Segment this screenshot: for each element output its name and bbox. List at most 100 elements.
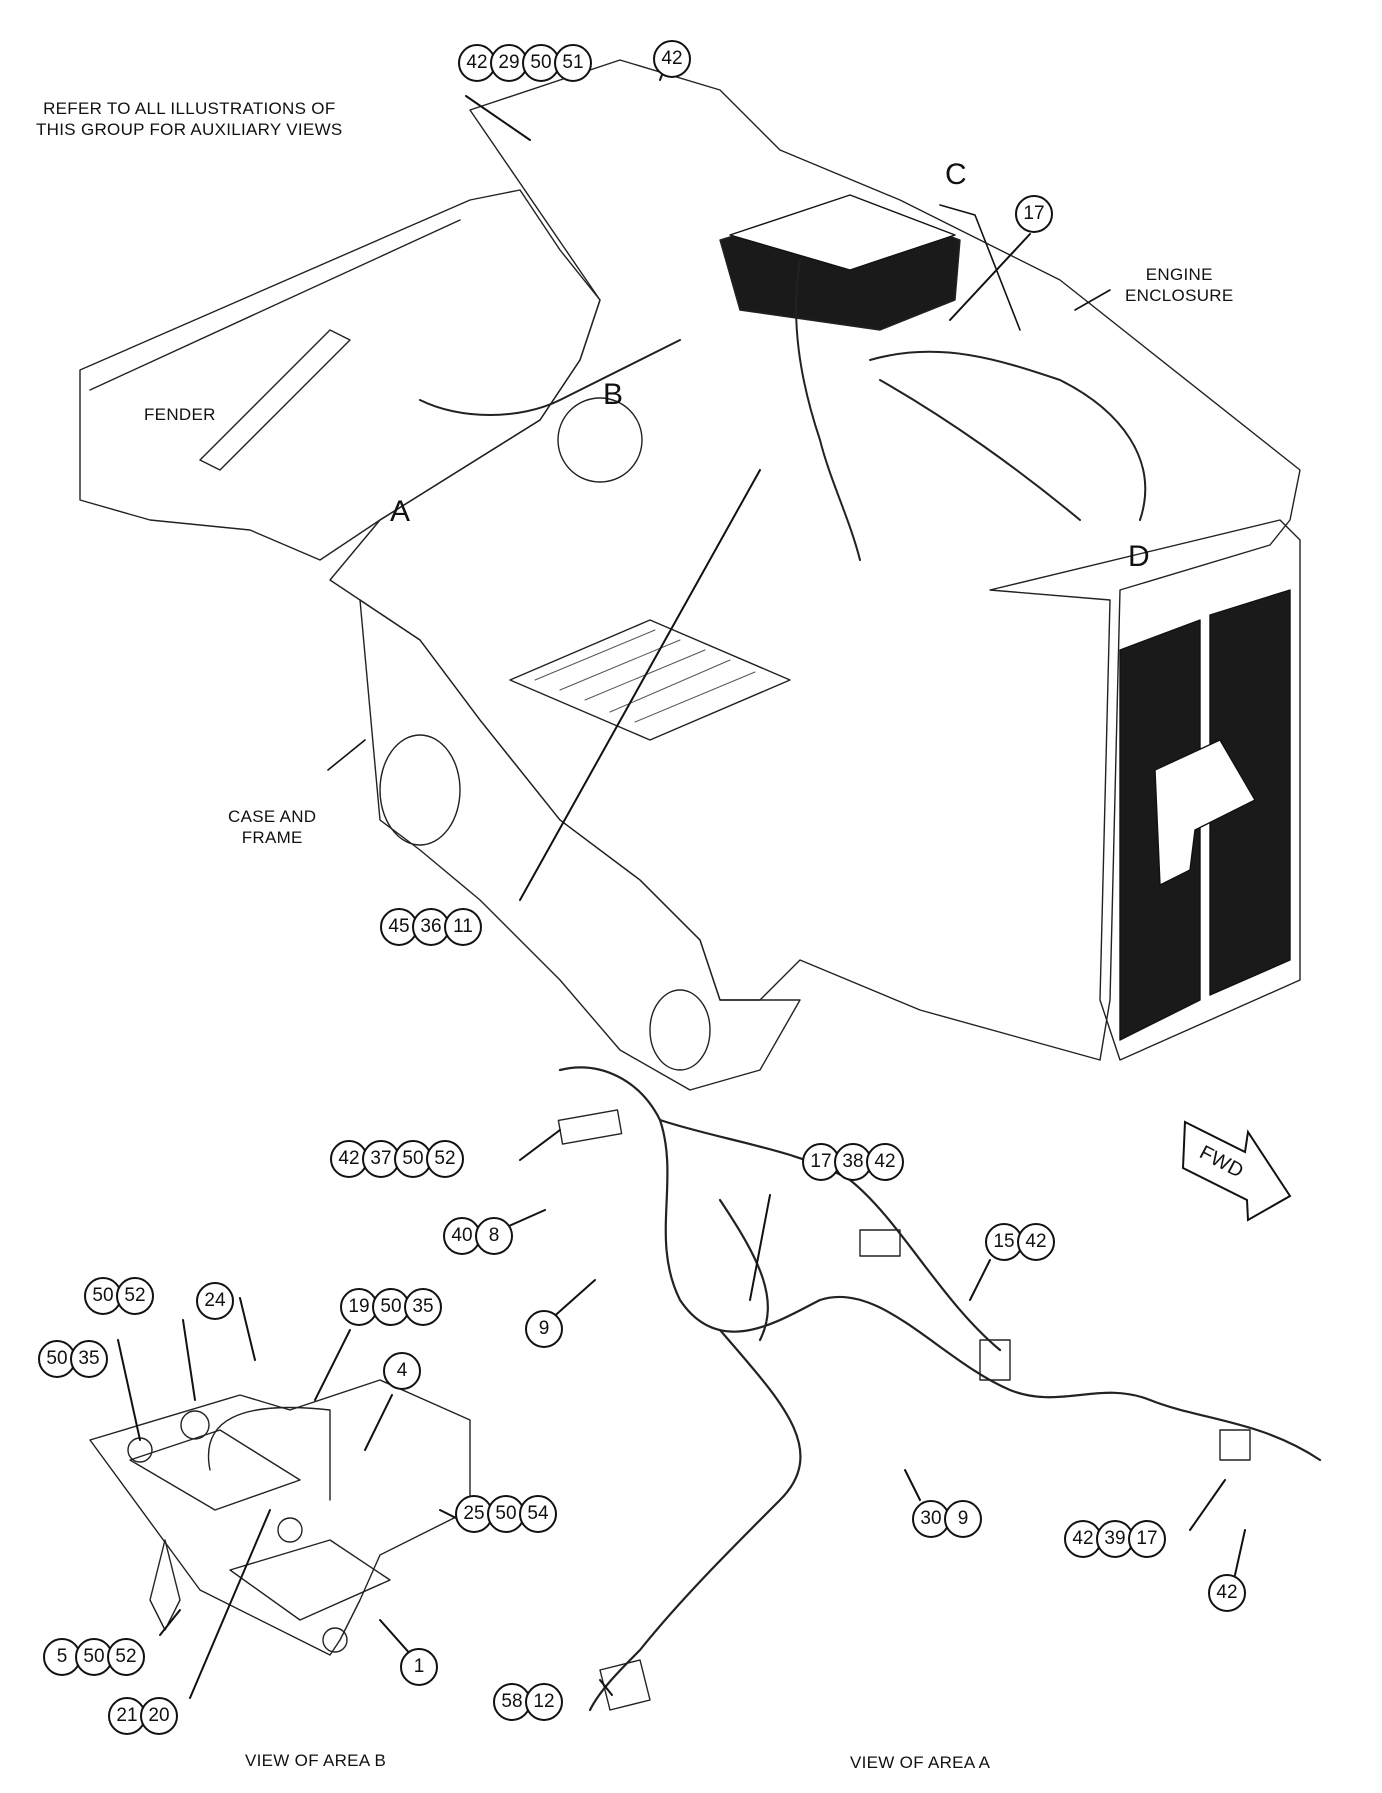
- callout-number: 36: [420, 916, 442, 937]
- callout-bubble: 42: [1017, 1223, 1055, 1261]
- callout-number: 35: [78, 1348, 100, 1369]
- callout-bubble: 8: [475, 1217, 513, 1255]
- callout-number: 50: [495, 1503, 517, 1524]
- refer-note-line1: REFER TO ALL ILLUSTRATIONS OF: [43, 99, 336, 118]
- callout-number: 9: [538, 1318, 550, 1339]
- case-frame-outline: [359, 599, 801, 1091]
- engine-enclosure-line2: ENCLOSURE: [1125, 286, 1234, 305]
- callout-bubble: 52: [116, 1277, 154, 1315]
- callout-number: 20: [148, 1705, 170, 1726]
- callout-number: 12: [533, 1691, 555, 1712]
- callout-number: 45: [388, 916, 410, 937]
- callout-a-switch: 58 12: [493, 1683, 563, 1721]
- forward-arrow-icon: [1181, 1120, 1292, 1222]
- callout-number: 42: [1072, 1528, 1094, 1549]
- case-frame-label: CASE AND FRAME: [228, 806, 316, 848]
- callout-number: 19: [348, 1296, 370, 1317]
- callout-b-module: 25 50 54: [455, 1495, 557, 1533]
- callout-bubble: 50: [522, 44, 560, 82]
- engine-enclosure-line1: ENGINE: [1145, 265, 1213, 284]
- callout-number: 37: [370, 1148, 392, 1169]
- callout-b-plug: 4: [383, 1352, 421, 1390]
- callout-bubble: 36: [412, 908, 450, 946]
- fender-outline: [79, 189, 601, 561]
- callout-a-probe: 9: [525, 1310, 563, 1348]
- callout-bubble: 17: [1128, 1520, 1166, 1558]
- callout-bubble: 37: [362, 1140, 400, 1178]
- callout-bubble: 12: [525, 1683, 563, 1721]
- callout-number: 50: [402, 1148, 424, 1169]
- callout-number: 42: [661, 48, 683, 69]
- floor-grating: [509, 619, 791, 741]
- callout-bubble: 35: [70, 1340, 108, 1378]
- callout-number: 8: [488, 1225, 500, 1246]
- callout-number: 42: [874, 1151, 896, 1172]
- engine-enclosure-outline: [989, 519, 1301, 1061]
- callout-number: 50: [380, 1296, 402, 1317]
- area-marker-a: A: [390, 495, 411, 528]
- refer-note: REFER TO ALL ILLUSTRATIONS OF THIS GROUP…: [36, 98, 343, 140]
- plate-assembly: [89, 1379, 471, 1656]
- callout-harness-center: 45 36 11: [380, 908, 482, 946]
- callout-number: 17: [1136, 1528, 1158, 1549]
- callout-bubble: 42: [1064, 1520, 1102, 1558]
- callout-bubble: 30: [912, 1500, 950, 1538]
- callout-number: 54: [527, 1503, 549, 1524]
- callout-bubble: 54: [519, 1495, 557, 1533]
- callout-a-mid-connector: 30 9: [912, 1500, 982, 1538]
- area-marker-c: C: [945, 158, 967, 191]
- callout-bubble: 50: [487, 1495, 525, 1533]
- callout-bubble: 51: [554, 44, 592, 82]
- callout-bubble: 20: [140, 1697, 178, 1735]
- case-frame-line2: FRAME: [241, 828, 303, 847]
- engine-enclosure-label: ENGINE ENCLOSURE: [1125, 264, 1234, 306]
- callout-number: 50: [92, 1285, 114, 1306]
- callout-bubble: 42: [653, 40, 691, 78]
- callout-bubble: 40: [443, 1217, 481, 1255]
- callout-bubble: 9: [525, 1310, 563, 1348]
- callout-bubble: 9: [944, 1500, 982, 1538]
- callout-bubble: 25: [455, 1495, 493, 1533]
- callout-number: 9: [957, 1508, 969, 1529]
- callout-number: 58: [501, 1691, 523, 1712]
- callout-number: 29: [498, 52, 520, 73]
- callout-number: 17: [1023, 203, 1045, 224]
- view-title-area-a: VIEW OF AREA A: [850, 1753, 991, 1772]
- callout-number: 30: [920, 1508, 942, 1529]
- callout-number: 38: [842, 1151, 864, 1172]
- callout-number: 11: [453, 916, 473, 937]
- callout-number: 25: [463, 1503, 485, 1524]
- callout-number: 5: [56, 1646, 68, 1667]
- callout-bubble: 39: [1096, 1520, 1134, 1558]
- callout-bubble: 52: [107, 1638, 145, 1676]
- callout-number: 42: [1025, 1231, 1047, 1252]
- callout-bubble: 1: [400, 1648, 438, 1686]
- fender-label: FENDER: [144, 405, 216, 424]
- callout-number: 52: [124, 1285, 146, 1306]
- callout-bubble: 42: [1208, 1574, 1246, 1612]
- callout-a-sensor: 40 8: [443, 1217, 513, 1255]
- callout-number: 50: [530, 52, 552, 73]
- view-title-area-b: VIEW OF AREA B: [245, 1751, 387, 1770]
- callout-bubble: 42: [866, 1143, 904, 1181]
- harness-assembly: [558, 1066, 1322, 1462]
- case-frame-line1: CASE AND: [228, 807, 317, 826]
- callout-number: 42: [466, 52, 488, 73]
- callout-number: 50: [83, 1646, 105, 1667]
- callout-bubble: 21: [108, 1697, 146, 1735]
- callout-number: 52: [434, 1148, 456, 1169]
- callout-number: 15: [993, 1231, 1015, 1252]
- callout-number: 40: [451, 1225, 473, 1246]
- callout-bubble: 11: [444, 908, 482, 946]
- callout-bubble: 15: [985, 1223, 1023, 1261]
- callout-number: 1: [413, 1656, 425, 1677]
